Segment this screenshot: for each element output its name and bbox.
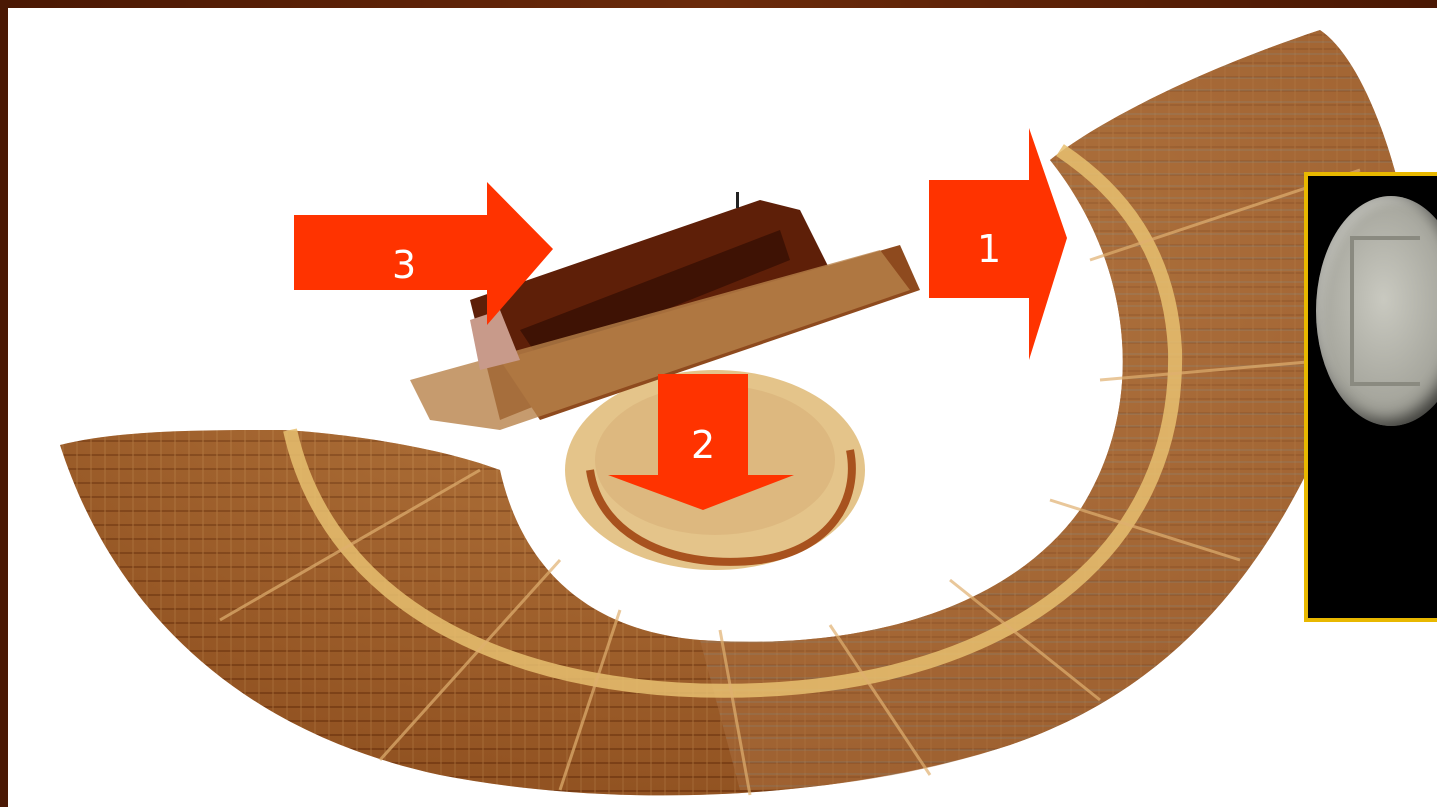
slide-canvas: 3 1 2	[8, 8, 1437, 807]
theatre-illustration	[8, 8, 1437, 807]
arrow-3-label: 3	[392, 246, 416, 284]
arrow-2-label: 2	[691, 426, 715, 464]
theatre-token-coin	[1316, 196, 1437, 426]
coin-inset	[1304, 172, 1437, 622]
arrow-1-label: 1	[977, 230, 1001, 268]
coin-letter-mark	[1350, 236, 1420, 386]
tick-mark	[736, 192, 739, 208]
